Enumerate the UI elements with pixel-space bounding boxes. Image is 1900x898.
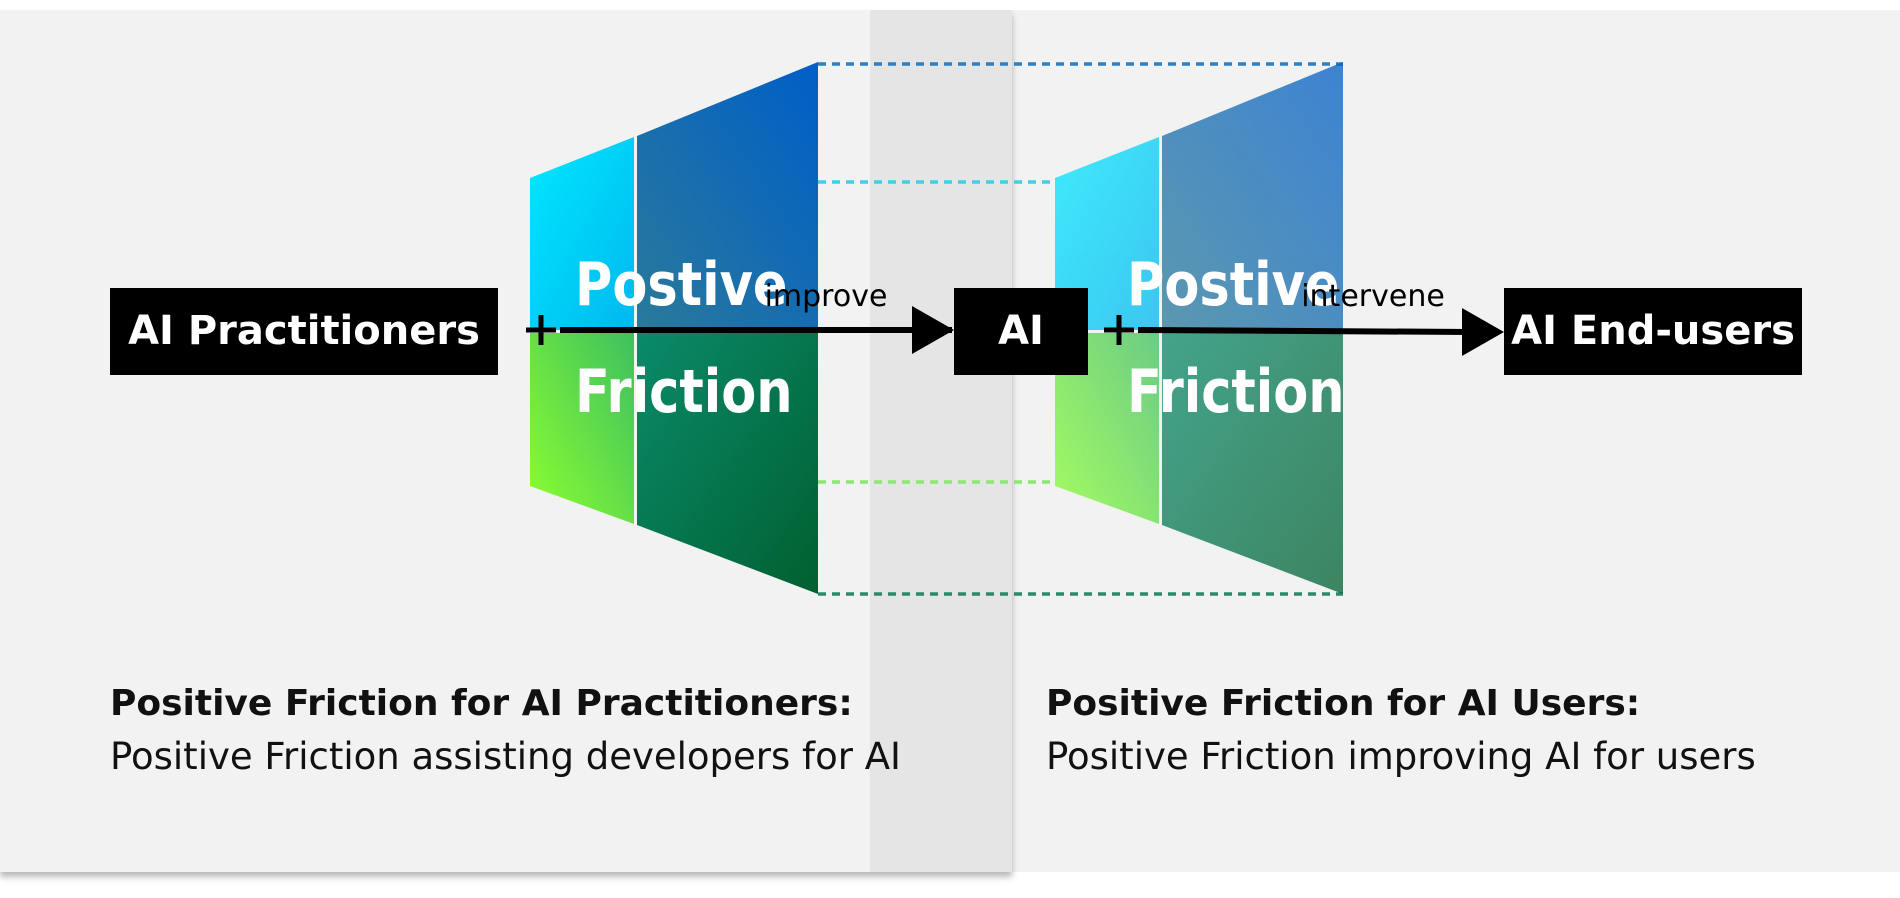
caption-right-body: Positive Friction improving AI for users bbox=[1046, 735, 1756, 778]
arrowhead-improve bbox=[912, 306, 954, 354]
window-pane-bottom-right bbox=[637, 333, 818, 594]
window-pane-bottom-left bbox=[1055, 333, 1159, 524]
window-pane-top-left bbox=[1055, 137, 1159, 330]
left-panel bbox=[0, 10, 1012, 872]
positive-friction-window-right bbox=[1055, 62, 1343, 594]
caption-right-heading: Positive Friction for AI Users: bbox=[1046, 683, 1641, 724]
arrowhead-intervene bbox=[1462, 308, 1504, 356]
node-ai-practitioners bbox=[110, 288, 498, 375]
edge-label-improve: improve bbox=[765, 279, 888, 314]
plus-icon bbox=[1104, 315, 1134, 345]
node-label-ai-practitioners: AI Practitioners bbox=[128, 308, 480, 354]
node-ai bbox=[954, 288, 1088, 375]
caption-left: Positive Friction for AI Practitioners: … bbox=[110, 678, 901, 784]
positive-friction-window-left: Postive Friction bbox=[530, 62, 818, 594]
arrow-intervene bbox=[1137, 327, 1471, 335]
window-word-friction: Friction bbox=[575, 357, 793, 427]
caption-left-heading: Positive Friction for AI Practitioners: bbox=[110, 683, 853, 724]
node-ai-end-users bbox=[1504, 288, 1802, 375]
panel-overlap-strip bbox=[870, 10, 1012, 872]
caption-left-body: Positive Friction assisting developers f… bbox=[110, 735, 901, 778]
window-pane-top-right bbox=[637, 62, 818, 330]
plus-icon bbox=[526, 315, 556, 345]
window-word-positive: Postive bbox=[1127, 250, 1339, 320]
caption-right: Positive Friction for AI Users: Positive… bbox=[1046, 678, 1756, 784]
edge-label-intervene: intervene bbox=[1301, 279, 1445, 314]
window-word-positive: Postive bbox=[575, 250, 787, 320]
projection-lines bbox=[818, 62, 1343, 596]
right-panel bbox=[1012, 10, 1900, 872]
window-pane-top-right bbox=[1162, 62, 1343, 330]
node-label-ai: AI bbox=[998, 308, 1044, 354]
window-word-friction: Friction bbox=[1127, 357, 1345, 427]
window-pane-bottom-right bbox=[1162, 333, 1343, 594]
window-pane-bottom-left bbox=[530, 333, 634, 524]
node-label-ai-end-users: AI End-users bbox=[1511, 308, 1795, 354]
window-pane-top-left bbox=[530, 137, 634, 330]
